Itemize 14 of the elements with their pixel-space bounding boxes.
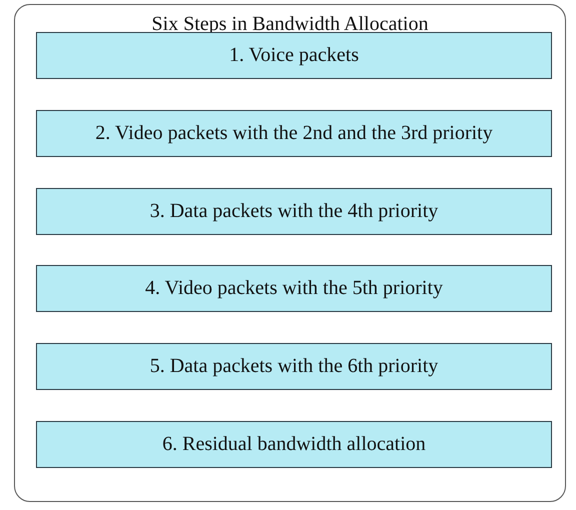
step-label: 6. Residual bandwidth allocation xyxy=(162,433,426,456)
step-label: 2. Video packets with the 2nd and the 3rd priority xyxy=(95,122,493,145)
step-label: 5. Data packets with the 6th priority xyxy=(150,355,438,378)
container-title: Six Steps in Bandwidth Allocation xyxy=(150,13,430,36)
step-box xyxy=(36,343,552,390)
container-box xyxy=(14,4,566,502)
step-box xyxy=(36,32,552,79)
step-label: 4. Video packets with the 5th priority xyxy=(145,277,443,300)
step-box xyxy=(36,265,552,312)
step-box xyxy=(36,110,552,157)
step-box xyxy=(36,421,552,468)
step-label: 1. Voice packets xyxy=(229,44,359,67)
step-box xyxy=(36,188,552,235)
step-label: 3. Data packets with the 4th priority xyxy=(150,200,438,223)
